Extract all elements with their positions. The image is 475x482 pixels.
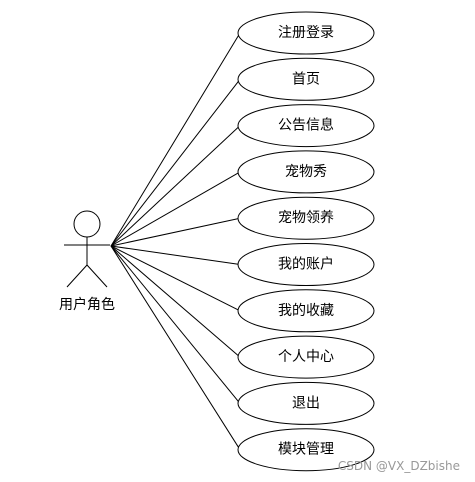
actor-figure [64, 210, 110, 288]
use-case-label: 退出 [292, 395, 320, 411]
association-line [110, 245, 241, 404]
use-case-ellipse [237, 335, 375, 379]
use-case-ellipse [237, 57, 375, 101]
use-case-label: 首页 [292, 71, 320, 87]
use-case-label: 公告信息 [278, 117, 334, 134]
use-case: 首页 [237, 57, 375, 101]
use-case: 宠物领养 [237, 196, 375, 240]
association-line [110, 78, 241, 247]
association-line [110, 245, 241, 312]
association-line [110, 171, 241, 247]
use-case-ellipse [237, 196, 375, 240]
use-case-label: 宠物秀 [285, 164, 327, 180]
use-case-ellipse [237, 428, 375, 472]
use-case-ellipse [237, 289, 375, 333]
use-case-label: 宠物领养 [278, 210, 334, 226]
use-case-ellipse [237, 381, 375, 425]
use-case-label: 个人中心 [278, 349, 334, 365]
association-lines [110, 32, 241, 450]
use-case-ellipse [237, 104, 375, 148]
use-case-ellipse [237, 150, 375, 194]
association-line [110, 245, 241, 358]
use-case: 注册登录 [237, 11, 375, 55]
use-case: 宠物秀 [237, 150, 375, 194]
use-case: 个人中心 [237, 335, 375, 379]
association-line [110, 217, 241, 247]
association-line [110, 125, 241, 247]
watermark: CSDN @VX_DZbishe [338, 459, 460, 473]
use-case: 退出 [237, 381, 375, 425]
use-case: 公告信息 [237, 104, 375, 148]
use-case-ellipse [237, 243, 375, 286]
use-case-label: 模块管理 [278, 442, 334, 458]
use-case: 模块管理 [237, 428, 375, 472]
association-line [110, 245, 241, 450]
actor-left-leg [66, 264, 88, 288]
use-case-label: 我的收藏 [278, 303, 334, 319]
actor-head [73, 210, 101, 238]
association-line [110, 32, 241, 247]
association-line [110, 245, 241, 265]
use-case: 我的收藏 [237, 289, 375, 333]
use-case-label: 我的账户 [278, 256, 334, 273]
use-case-label: 注册登录 [278, 25, 334, 41]
use-case: 我的账户 [237, 243, 375, 286]
actor-right-leg [86, 264, 108, 288]
actor-label: 用户角色 [59, 296, 115, 313]
use-case-ellipse [237, 11, 375, 55]
